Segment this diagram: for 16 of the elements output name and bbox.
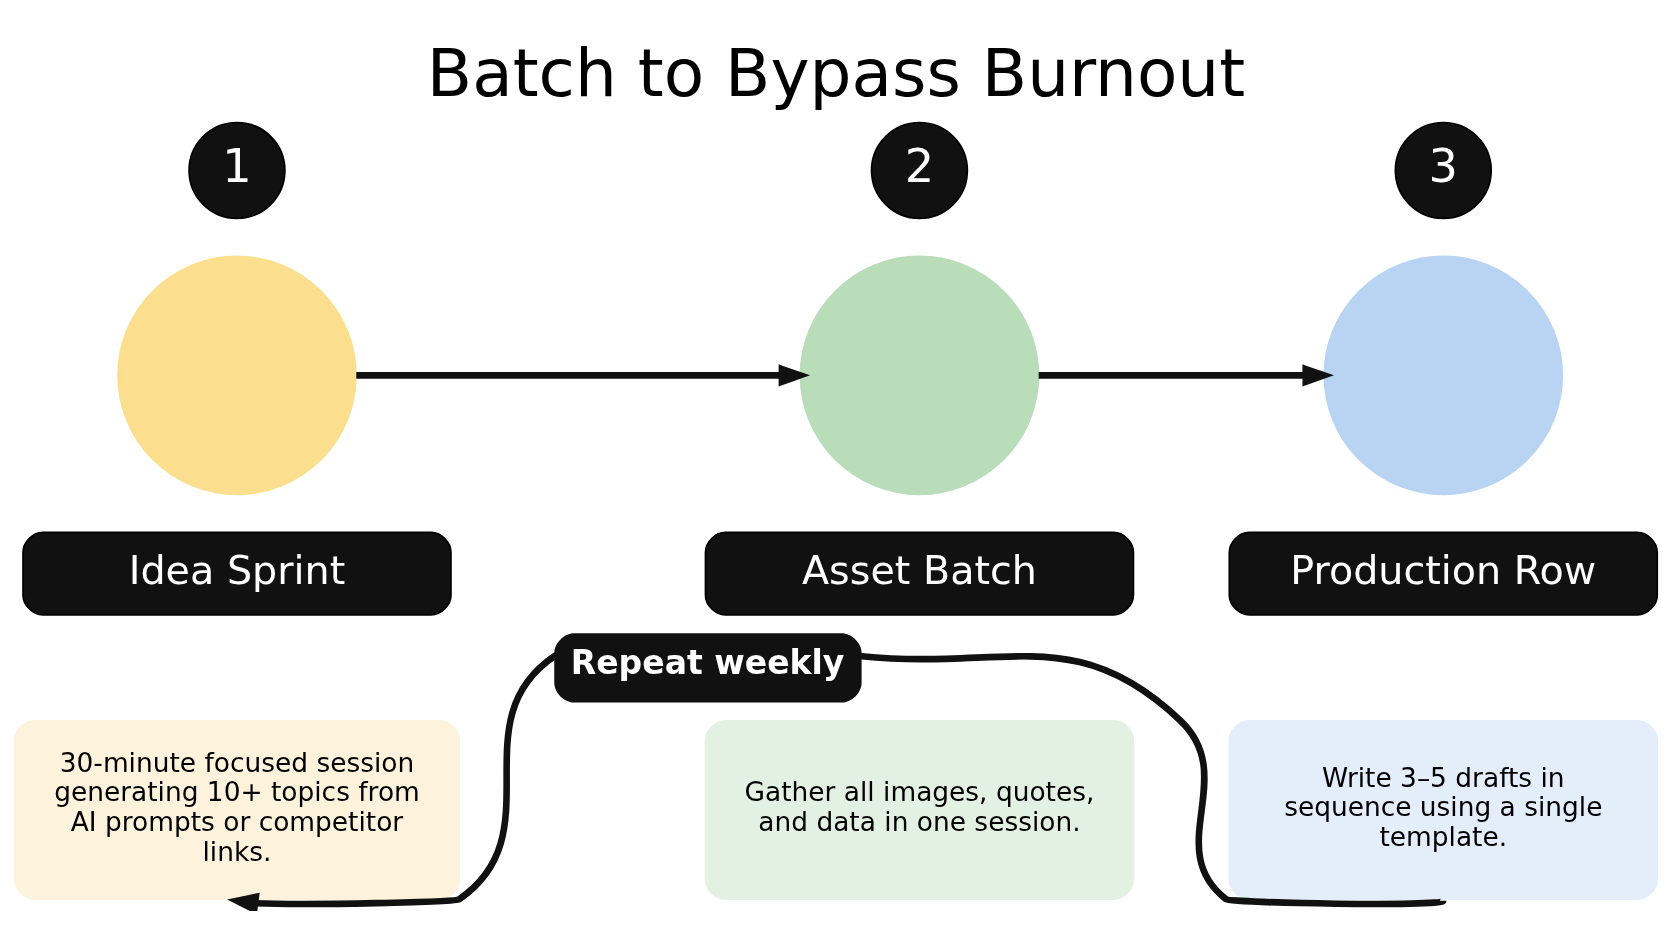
node-box: Gather all images, quotes, and data in one session. — [704, 719, 1135, 901]
node-circle: 3 — [1394, 121, 1493, 220]
node-box: Idea Sprint — [22, 531, 452, 616]
edge-label: Repeat weekly — [570, 643, 845, 683]
node-box: Asset Batch — [704, 531, 1135, 616]
arrow — [1038, 364, 1334, 387]
node-circle — [117, 255, 357, 496]
node-circle: 2 — [870, 121, 969, 220]
node-box: Write 3–5 drafts in sequence using a single template. — [1228, 719, 1659, 901]
node-circle: 1 — [188, 121, 286, 220]
node-circle — [799, 255, 1040, 496]
diagram-title: Batch to Bypass Burnout — [426, 35, 1246, 113]
arrow — [356, 364, 811, 387]
node-box: 30-minute focused session generating 10+ topics from AI prompts or competitor links. — [13, 719, 461, 901]
node-circle — [1323, 255, 1564, 496]
node-box: Production Row — [1228, 531, 1659, 616]
